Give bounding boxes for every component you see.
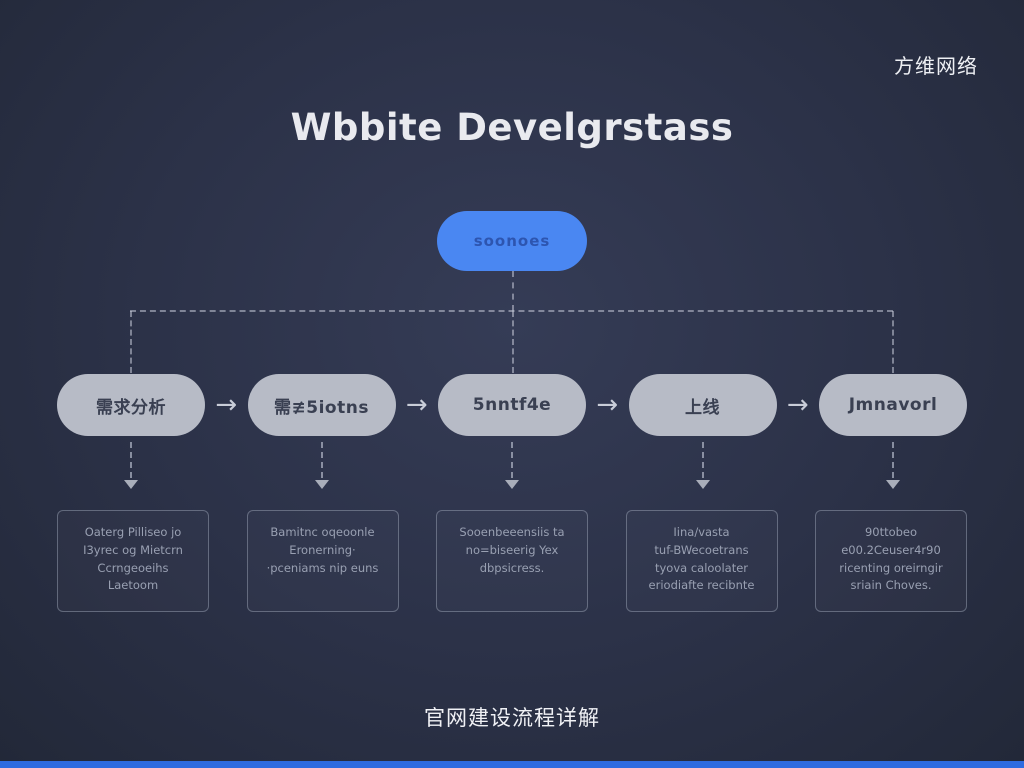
step-3-pill: 5nntf4e [438, 374, 586, 436]
connector-drop-left [130, 311, 132, 373]
step-4-pill: 上线 [628, 374, 777, 436]
bottom-caption: 官网建设流程详解 [424, 706, 600, 730]
arrow-right-icon: → [596, 390, 619, 420]
connector-horizontal [130, 310, 893, 312]
diagram-title: Wbbite Develgrstass [290, 106, 734, 149]
step-4-label: 上线 [685, 397, 720, 418]
bottom-accent-bar [0, 761, 1024, 768]
down-arrow-icon [248, 442, 396, 489]
down-arrow-icon [438, 442, 586, 489]
connector-drop-right [892, 311, 894, 373]
step-1-label: 需求分析 [96, 397, 166, 418]
brand-watermark: 方维网络 [894, 54, 978, 78]
connector-drop-middle [512, 311, 514, 373]
step-1-desc-box: Oaterg Pilliseo jo I3yrec og Mietcrn Ccr… [57, 510, 209, 612]
down-arrow-icon [57, 442, 205, 489]
step-4-desc-box: Iina/vasta tuf-BWecoetrans tyova caloola… [625, 510, 778, 612]
step-3-label: 5nntf4e [472, 395, 552, 415]
step-description-row: Oaterg Pilliseo jo I3yrec og Mietcrn Ccr… [57, 510, 967, 612]
root-node-label: soonoes [473, 232, 551, 250]
connector-root-down [512, 271, 514, 311]
step-2-label: 需≢5iotns [274, 397, 369, 418]
step-2-pill: 需≢5iotns [247, 374, 396, 436]
arrow-right-icon: → [215, 390, 238, 420]
down-arrow-icon [629, 442, 777, 489]
step-1-pill: 需求分析 [57, 374, 205, 436]
arrow-right-icon: → [786, 390, 809, 420]
root-node: soonoes [437, 211, 587, 271]
down-arrow-row [57, 442, 967, 494]
step-5-pill: Jmnavorl [819, 374, 967, 436]
flow-step-row: 需求分析 → 需≢5iotns → 5nntf4e → 上线 → Jmnavor… [57, 374, 967, 436]
arrow-right-icon: → [405, 390, 428, 420]
step-5-label: Jmnavorl [848, 395, 938, 415]
step-3-desc-box: Sooenbeeensiis ta no=biseerig Yex dbpsic… [436, 510, 588, 612]
down-arrow-icon [819, 442, 967, 489]
step-5-desc-box: 90ttobeo e00.2Ceuser4r90 ricenting oreir… [815, 510, 967, 612]
step-2-desc-box: Bamitnc oqeoonle Eronerning· ·pceniams n… [246, 510, 399, 612]
